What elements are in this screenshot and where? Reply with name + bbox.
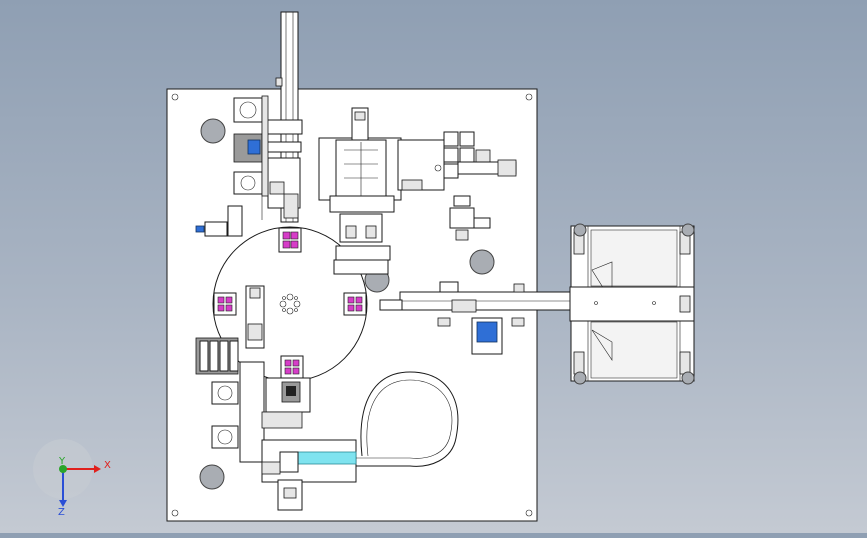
fixture-left[interactable] <box>213 292 237 316</box>
output-frame[interactable] <box>569 223 695 385</box>
pick-arm-left[interactable] <box>245 285 265 349</box>
coordinate-triad[interactable]: X Y Z <box>33 439 111 518</box>
feeder-module-bottom-left[interactable] <box>211 361 311 463</box>
valve-manifold-top[interactable] <box>443 131 517 179</box>
linear-transfer-slide[interactable] <box>379 281 573 355</box>
feeder-module-top-left[interactable] <box>233 95 269 197</box>
y-axis-label: Y <box>58 456 66 467</box>
fixture-top[interactable] <box>278 227 302 253</box>
clamp-fixture-right[interactable] <box>449 195 491 241</box>
x-axis-label: X <box>104 460 111 471</box>
z-axis-label: Z <box>58 507 65 518</box>
fixture-bottom[interactable] <box>280 355 304 379</box>
valve-bank-lower-left[interactable] <box>195 337 239 375</box>
y-axis-dot <box>59 465 67 473</box>
x-axis-arrowhead <box>94 465 101 473</box>
fixture-right[interactable] <box>343 292 367 316</box>
z-axis-arrowhead <box>59 500 67 507</box>
bottom-cylinder-unit[interactable] <box>261 439 357 511</box>
coiled-feed-tube <box>356 371 459 467</box>
vertical-feeder-rail[interactable] <box>261 11 303 223</box>
valve-left[interactable] <box>195 205 243 237</box>
press-unit[interactable] <box>318 107 445 275</box>
